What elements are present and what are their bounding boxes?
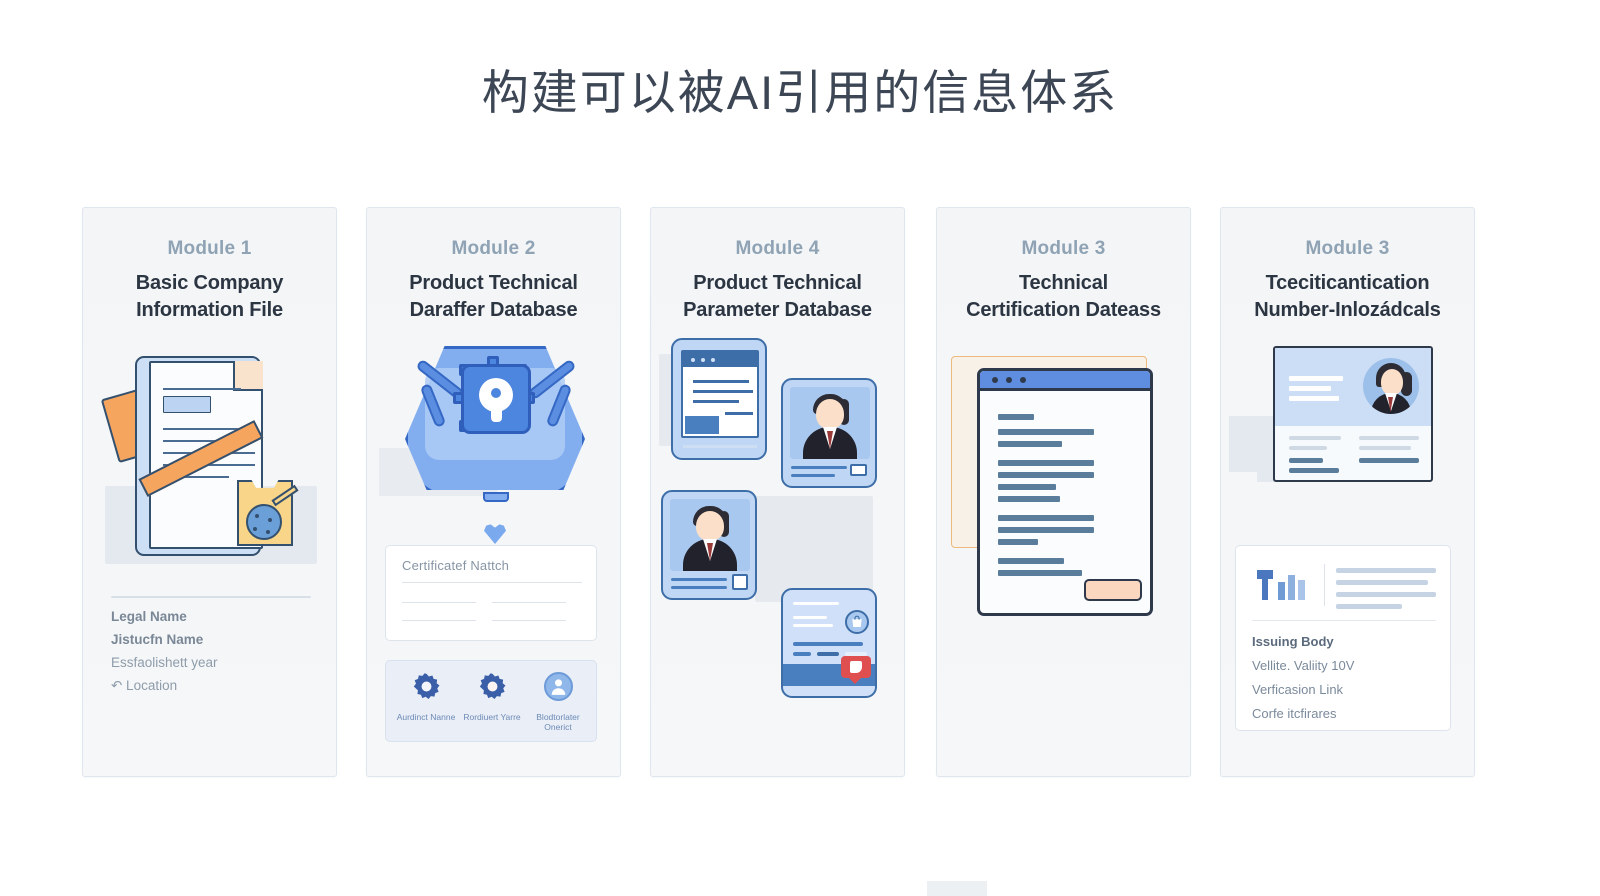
browser-window-mini-icon	[671, 338, 767, 460]
card-2-icon-bar: Aurdinct Nanne Rordiuert Yarre	[385, 660, 597, 742]
issuer-info-panel: Issuing Body Vellite. Valiity 10V Verfic…	[1235, 545, 1451, 731]
card-3-module-label: Module 4	[735, 238, 820, 259]
card-3-title-line-2: Parameter Database	[683, 299, 872, 321]
page-title: 构建可以被AI引用的信息体系	[481, 66, 1119, 119]
card-3-title-line-1: Product Technical	[693, 272, 862, 294]
card-4-title: Technical Certification Dateass	[947, 270, 1180, 324]
notification-card-mini-icon	[781, 588, 877, 698]
issuer-item-3: Corfe itcfirares	[1252, 706, 1337, 721]
card-4-title-line-2: Certification Dateass	[966, 299, 1161, 321]
icon-col-0[interactable]: Aurdinct Nanne	[396, 672, 456, 722]
chart-logo-icon	[1254, 568, 1314, 602]
card-5-title-line-1: Tceciticantication	[1265, 272, 1430, 294]
issuer-item-2: Verficasion Link	[1252, 682, 1344, 697]
clipboard-document-badge-icon	[83, 328, 336, 658]
card-5-module-label: Module 3	[1305, 238, 1390, 259]
card-1-divider	[111, 596, 311, 598]
profile-card-mini-icon	[661, 490, 757, 600]
gear-icon	[412, 672, 441, 701]
card-1-list-item-1: Jistucfn Name	[111, 632, 204, 647]
avatar	[1363, 358, 1419, 414]
card-5-title: Tceciticantication Number-Inlozádcals	[1231, 270, 1464, 324]
card-1-list-item-3: ↶ Location	[111, 678, 178, 693]
card-3-title: Product Technical Parameter Database	[661, 270, 894, 324]
gear-icon	[478, 672, 507, 701]
module-card-2[interactable]: Module 2 Product Technical Daraffer Data…	[366, 207, 621, 777]
card-2-title: Product Technical Daraffer Database	[377, 270, 610, 324]
icon-col-1[interactable]: Rordiuert Yarre	[462, 672, 522, 722]
icon-col-1-label: Rordiuert Yarre	[463, 712, 521, 722]
card-1-title-line-2: Information File	[136, 299, 283, 321]
card-1-title: Basic Company Information File	[93, 270, 326, 324]
connector-shadow	[927, 881, 987, 896]
id-card-with-avatar-icon	[1221, 326, 1474, 516]
card-2-title-line-2: Daraffer Database	[409, 299, 578, 321]
card-4-module-label: Module 3	[1021, 238, 1106, 259]
document-action-button[interactable]	[1084, 579, 1142, 601]
certificate-match-panel-title: Certificatef Nattch	[402, 558, 510, 573]
gear-lock-shield-icon	[367, 328, 620, 658]
card-1-title-line-1: Basic Company	[135, 272, 284, 294]
issuer-item-1: Vellite. Valiity 10V	[1252, 658, 1355, 673]
card-2-module-label: Module 2	[451, 238, 536, 259]
card-5-title-line-2: Number-Inlozádcals	[1254, 299, 1441, 321]
certificate-match-panel: Certificatef Nattch	[385, 545, 597, 641]
browser-window-and-profile-cards-icon	[651, 326, 904, 746]
document-window-with-button-icon	[937, 342, 1190, 652]
card-4-title-line-1: Technical	[1019, 272, 1108, 294]
profile-card-mini-icon	[781, 378, 877, 488]
module-card-3[interactable]: Module 4 Product Technical Parameter Dat…	[650, 207, 905, 777]
card-2-title-line-1: Product Technical	[409, 272, 578, 294]
module-card-4[interactable]: Module 3 Technical Certification Dateass	[936, 207, 1191, 777]
module-card-deck: Module 1 Basic Company Information File	[82, 207, 1502, 896]
icon-col-2-label: Blodtorlater Onerict	[536, 712, 580, 732]
issuer-item-0: Issuing Body	[1252, 634, 1334, 649]
module-card-5[interactable]: Module 3 Tceciticantication Number-Inloz…	[1220, 207, 1475, 777]
notification-badge-icon	[841, 656, 871, 684]
module-card-1[interactable]: Module 1 Basic Company Information File	[82, 207, 337, 777]
person-badge-icon	[543, 672, 573, 701]
icon-col-0-label: Aurdinct Nanne	[396, 712, 456, 722]
card-1-list-item-2: Essfaolishett year	[111, 655, 218, 670]
card-1-list-item-0: Legal Name	[111, 609, 187, 624]
card-1-module-label: Module 1	[167, 238, 252, 259]
icon-col-2[interactable]: Blodtorlater Onerict	[528, 672, 588, 732]
